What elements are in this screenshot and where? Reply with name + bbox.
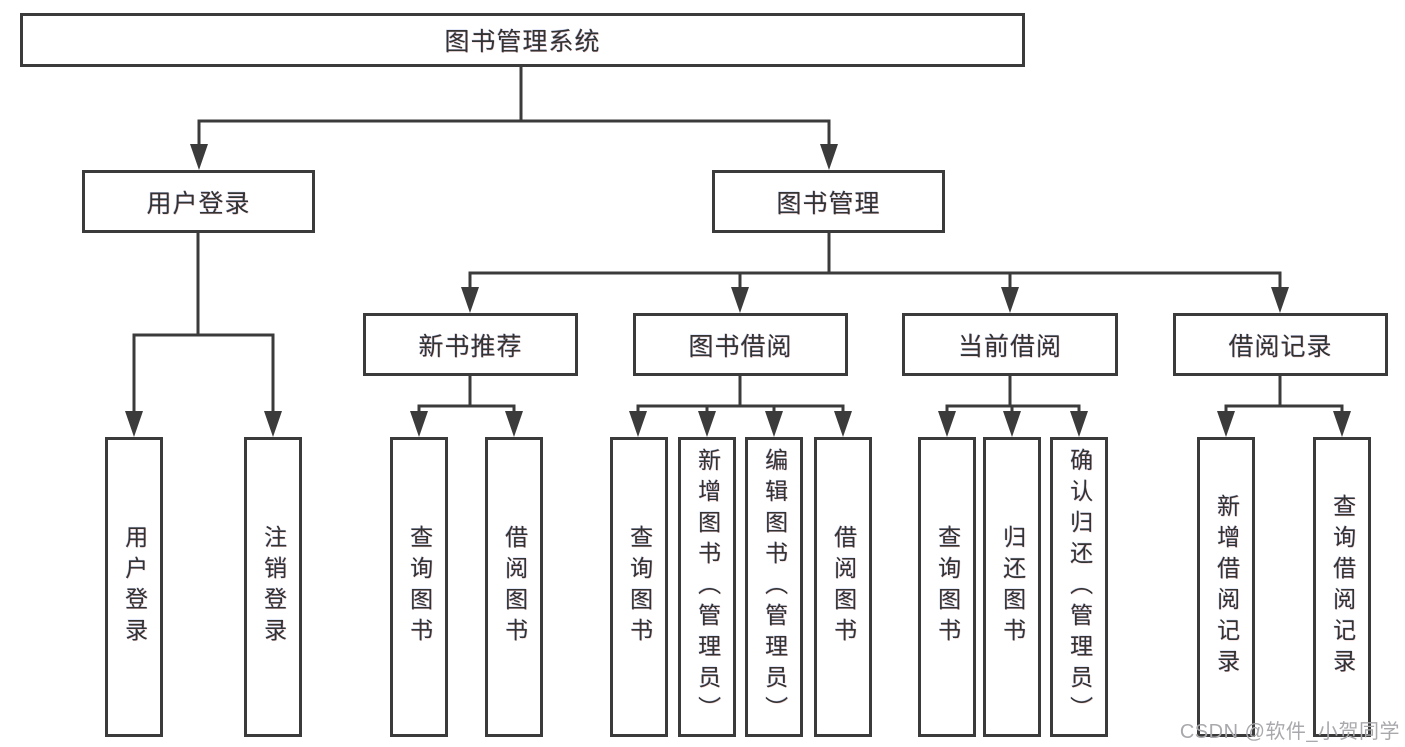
leaf-logout: 注销登录: [244, 437, 302, 737]
leaf-edit-book-admin: 编辑图书（管理员）: [745, 437, 803, 737]
leaf-query-book-current: 查询图书: [918, 437, 976, 737]
arrowhead-icon: [731, 287, 749, 313]
leaf-query-book-recommend-label: 查询图书: [406, 525, 433, 649]
leaf-add-book-admin-label: 新增图书（管理员）: [694, 447, 721, 727]
arrowhead-icon: [1003, 411, 1021, 437]
connector-user-login: [132, 233, 275, 414]
node-new-book-recommend-label: 新书推荐: [418, 332, 523, 361]
node-borrowing-records-label: 借阅记录: [1228, 332, 1333, 361]
leaf-borrow-book-recommend-label: 借阅图书: [501, 525, 528, 649]
leaf-query-borrow-record: 查询借阅记录: [1313, 437, 1371, 737]
arrowhead-icon: [1217, 411, 1235, 437]
arrowhead-icon: [629, 411, 647, 437]
leaf-borrow-book-borrowing: 借阅图书: [814, 437, 872, 737]
leaf-query-book-recommend: 查询图书: [390, 437, 448, 737]
arrowhead-icon: [698, 411, 716, 437]
leaf-borrow-book-recommend: 借阅图书: [485, 437, 543, 737]
arrowhead-icon: [410, 411, 428, 437]
leaf-confirm-return-admin: 确认归还（管理员）: [1050, 437, 1108, 737]
leaf-user-login-label: 用户登录: [121, 525, 148, 649]
connector-new-book-recommend: [417, 376, 516, 414]
leaf-borrow-book-borrowing-label: 借阅图书: [830, 525, 857, 649]
node-borrowing-records: 借阅记录: [1173, 313, 1388, 376]
node-current-borrowing-label: 当前借阅: [957, 332, 1062, 361]
arrowhead-icon: [938, 411, 956, 437]
arrowhead-icon: [1271, 287, 1289, 313]
connector-root: [197, 67, 831, 148]
leaf-return-book-label: 归还图书: [999, 525, 1026, 649]
leaf-add-borrow-record-label: 新增借阅记录: [1213, 494, 1240, 680]
leaf-query-book-borrowing: 查询图书: [610, 437, 668, 737]
arrowhead-icon: [765, 411, 783, 437]
node-user-login-label: 用户登录: [146, 189, 251, 218]
connector-current-borrowing: [945, 376, 1081, 414]
connector-book-borrowing: [636, 376, 845, 414]
arrowhead-icon: [1333, 411, 1351, 437]
connector-borrowing-records: [1224, 376, 1344, 414]
node-root-label: 图书管理系统: [444, 28, 601, 56]
leaf-user-login: 用户登录: [105, 437, 163, 737]
arrowhead-icon: [461, 287, 479, 313]
node-root: 图书管理系统: [20, 13, 1025, 67]
node-user-login: 用户登录: [82, 170, 315, 233]
arrowhead-icon: [505, 411, 523, 437]
arrowhead-icon: [1001, 287, 1019, 313]
node-book-management-label: 图书管理: [776, 189, 881, 218]
arrowhead-icon: [834, 411, 852, 437]
node-book-management: 图书管理: [712, 170, 945, 233]
connector-book-management: [468, 233, 1282, 290]
arrowhead-icon: [820, 144, 838, 170]
leaf-query-borrow-record-label: 查询借阅记录: [1329, 494, 1356, 680]
watermark: CSDN @软件_小贺同学: [1179, 721, 1400, 743]
leaf-confirm-return-admin-label: 确认归还（管理员）: [1066, 447, 1093, 727]
node-book-borrowing: 图书借阅: [633, 313, 848, 376]
node-current-borrowing: 当前借阅: [902, 313, 1118, 376]
leaf-query-book-current-label: 查询图书: [934, 525, 961, 649]
leaf-return-book: 归还图书: [983, 437, 1041, 737]
leaf-logout-label: 注销登录: [260, 525, 287, 649]
arrowhead-icon: [125, 411, 143, 437]
node-new-book-recommend: 新书推荐: [363, 313, 578, 376]
leaf-add-borrow-record: 新增借阅记录: [1197, 437, 1255, 737]
arrowhead-icon: [1070, 411, 1088, 437]
arrowhead-icon: [190, 144, 208, 170]
leaf-add-book-admin: 新增图书（管理员）: [678, 437, 736, 737]
leaf-query-book-borrowing-label: 查询图书: [626, 525, 653, 649]
node-book-borrowing-label: 图书借阅: [688, 332, 793, 361]
arrowheads: [125, 144, 1351, 437]
leaf-edit-book-admin-label: 编辑图书（管理员）: [761, 447, 788, 727]
arrowhead-icon: [264, 411, 282, 437]
